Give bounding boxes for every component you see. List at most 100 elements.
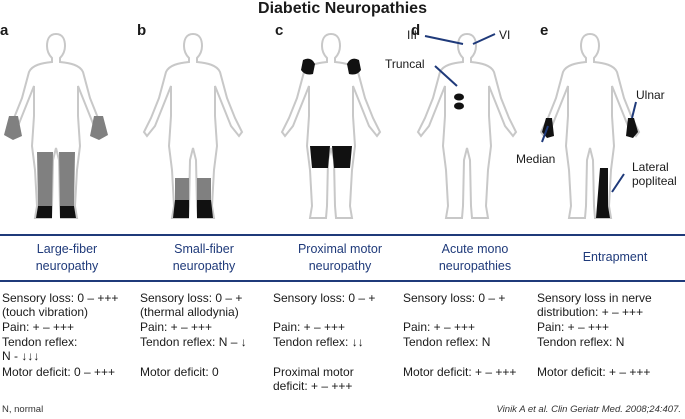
cell-tendon-e: Tendon reflex: N [537, 335, 624, 349]
body-figure-a [4, 32, 108, 219]
body-outline [5, 32, 107, 219]
cell-sensory-b: Sensory loss: 0 – + (thermal allodynia) [140, 291, 242, 319]
left-thigh-region [310, 146, 330, 168]
panel-letter-d: d [411, 22, 421, 39]
cell-pain-c: Pain: + – +++ [273, 320, 346, 334]
cell-pain-d: Pain: + – +++ [403, 320, 476, 334]
pointer-cranial-left [424, 35, 464, 45]
cell-motor-e: Motor deficit: + – +++ [537, 365, 650, 379]
cell-sensory-e: Sensory loss in nerve distribution: + – … [537, 291, 652, 319]
heading-line-2: neuropathy [35, 259, 99, 273]
cell-pain-e: Pain: + – +++ [537, 320, 610, 334]
cell-line: Sensory loss: 0 – +++ [2, 291, 119, 305]
right-shin-region [197, 178, 211, 200]
right-leg-region [59, 152, 75, 206]
pointer-ulnar [631, 101, 637, 119]
body-silhouette [280, 32, 382, 219]
truncal-region-lower [454, 102, 464, 110]
median-label: Median [516, 152, 556, 166]
nerve-label-iii: III [407, 28, 418, 42]
cell-line: Tendon reflex: [2, 335, 78, 349]
cell-tendon-a: Tendon reflex: N - ↓↓↓ [2, 335, 77, 363]
cell-line: Motor deficit: + – +++ [537, 365, 651, 379]
truncal-label: Truncal [385, 57, 425, 71]
cell-line: distribution: + – +++ [537, 305, 644, 319]
body-figure-e [540, 32, 641, 219]
heading-line-1: Large-fiber [36, 242, 98, 256]
cell-line: Sensory loss: 0 – + [273, 291, 376, 305]
body-outline [416, 32, 518, 219]
heading-line-2: neuropathy [172, 259, 236, 273]
cell-sensory-c: Sensory loss: 0 – + [273, 291, 375, 305]
cell-tendon-b: Tendon reflex: N – ↓ [140, 335, 247, 349]
left-shoulder-region [301, 58, 315, 75]
body-silhouette [416, 32, 518, 219]
body-silhouette [540, 32, 641, 219]
panel-a: a [0, 20, 134, 230]
pointer-median [541, 125, 549, 143]
cell-line: Tendon reflex: N [403, 335, 491, 349]
panel-c: c [275, 20, 409, 230]
panel-d: d III VI Truncal [385, 20, 545, 230]
cell-sensory-d: Sensory loss: 0 – + [403, 291, 505, 305]
body-silhouette [5, 32, 107, 219]
heading-large-fiber: Large-fiber neuropathy [0, 241, 134, 275]
affected-regions-a [4, 116, 108, 218]
panel-letter-c: c [275, 22, 284, 39]
cell-line: Motor deficit: 0 – +++ [2, 365, 116, 379]
heading-line-1: Proximal motor [297, 242, 383, 256]
cell-pain-a: Pain: + – +++ [2, 320, 75, 334]
cell-line: Sensory loss: 0 – + [403, 291, 506, 305]
pointer-lines-e [541, 101, 637, 193]
figure-title: Diabetic Neuropathies [258, 0, 427, 17]
lateral-popliteal-region [596, 168, 610, 218]
body-outline [540, 32, 641, 219]
cell-line: Proximal motor [273, 365, 354, 379]
heading-small-fiber: Small-fiber neuropathy [137, 241, 271, 275]
cell-line: (thermal allodynia) [140, 305, 239, 319]
cell-line: (touch vibration) [2, 305, 89, 319]
heading-line-2: neuropathy [308, 259, 372, 273]
panel-letter-b: b [137, 22, 147, 39]
body-figure-d [416, 32, 518, 219]
left-shin-region [175, 178, 189, 200]
right-hand-region [90, 116, 108, 140]
heading-line-1: Small-fiber [174, 242, 234, 256]
pointer-lateral-popliteal [611, 173, 625, 193]
cell-motor-b: Motor deficit: 0 [140, 365, 219, 379]
left-hand-region [4, 116, 22, 140]
cell-line: Tendon reflex: N – ↓ [140, 335, 247, 349]
cell-sensory-a: Sensory loss: 0 – +++ (touch vibration) [2, 291, 118, 319]
body-figure-c [280, 32, 382, 219]
pointer-truncal [434, 65, 458, 87]
cell-motor-c: Proximal motor deficit: + – +++ [273, 365, 354, 393]
cell-motor-a: Motor deficit: 0 – +++ [2, 365, 115, 379]
affected-regions-d [454, 93, 464, 110]
heading-line-2: neuropathies [438, 259, 512, 273]
panel-letter-e: e [540, 22, 549, 39]
heading-proximal-motor: Proximal motor neuropathy [273, 241, 407, 275]
popliteal-label: popliteal [632, 174, 677, 188]
citation: Vinik A et al. Clin Geriatr Med. 2008;24… [496, 404, 681, 415]
panel-e: e Ulnar Median Lateral popliteal [516, 20, 677, 230]
cell-line: N - ↓↓↓ [2, 349, 40, 363]
heading-acute-mono: Acute mono neuropathies [408, 241, 542, 275]
right-foot-region [197, 200, 213, 218]
left-leg-region [37, 152, 53, 206]
left-foot-region [36, 206, 52, 218]
body-silhouette [142, 32, 244, 219]
nerve-label-vi: VI [499, 28, 511, 42]
cell-line: Sensory loss in nerve [537, 291, 652, 305]
right-thigh-region [332, 146, 352, 168]
right-shoulder-region [347, 58, 361, 75]
affected-regions-c [301, 58, 361, 168]
panel-b: b [137, 20, 271, 230]
cell-line: deficit: + – +++ [273, 379, 353, 393]
ulnar-label: Ulnar [636, 88, 665, 102]
cell-line: Motor deficit: + – +++ [403, 365, 517, 379]
panel-letter-a: a [0, 22, 9, 39]
cell-line: Sensory loss: 0 – + [140, 291, 243, 305]
body-figure-b [142, 32, 244, 219]
right-foot-region [60, 206, 76, 218]
lateral-label: Lateral [632, 160, 669, 174]
